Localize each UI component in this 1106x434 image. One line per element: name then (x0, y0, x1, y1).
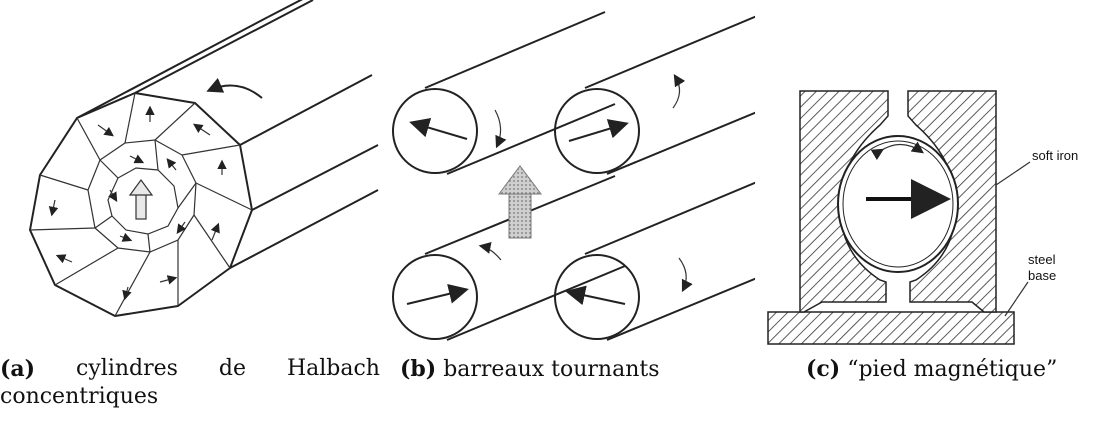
cylinder-edge-right (239, 74, 373, 146)
panel-c-magnetic-foot: soft iron steel base (760, 0, 1106, 350)
caption-a-line2: concentriques (0, 384, 159, 409)
label-soft-iron: soft iron (1032, 148, 1079, 163)
rotating-bars-drawing (392, 11, 755, 341)
rotor-magnet (837, 135, 959, 273)
field-arrow (498, 165, 542, 239)
rotor-rotation-arrow (870, 141, 924, 161)
caption-b-text: barreaux tournants (443, 357, 660, 382)
rotation-arrow (206, 77, 263, 99)
cylinder-edge-top2 (134, 0, 314, 94)
cylinder-edge-far (267, 0, 303, 18)
segment-dividers (29, 92, 253, 317)
soft-iron-leader (995, 161, 1031, 186)
magnetic-foot-drawing (767, 90, 1031, 345)
label-base: base (1028, 268, 1057, 283)
rotor-inner-edge (842, 140, 954, 268)
cylinder-edge-right2 (251, 144, 379, 211)
magnetization-arrows (48, 105, 227, 301)
outer-cylinder-face (29, 92, 253, 317)
bar-top-left (392, 11, 616, 175)
middle-ring (87, 139, 197, 253)
caption-a-word-1: cylindres (76, 356, 178, 381)
caption-a-tag: (a) (0, 356, 36, 382)
steel-base-leader (1004, 281, 1029, 317)
cylinder-edge-bottom (229, 189, 379, 269)
label-steel: steel (1028, 252, 1056, 267)
caption-c-text: “pied magnétique” (847, 357, 1058, 382)
center-field-arrow-head (128, 178, 154, 196)
center-field-arrow (135, 192, 147, 220)
caption-b: (b) barreaux tournants (400, 355, 660, 384)
panel-b-rotating-bars (385, 0, 755, 350)
cylinder-edge-top (76, 16, 269, 119)
bar-bottom-right (554, 181, 755, 341)
caption-c: (c) “pied magnétique” (806, 355, 1057, 384)
halbach-cylinder-drawing (29, 0, 379, 317)
bar-top-right (554, 15, 755, 175)
caption-b-tag: (b) (400, 356, 437, 382)
panel-a-halbach-cylinders (0, 0, 380, 350)
caption-c-tag: (c) (806, 356, 841, 382)
steel-base (767, 311, 1015, 345)
caption-a: (a) cylindres de Halbach concentriques (0, 355, 380, 411)
caption-a-word-3: Halbach (286, 356, 380, 381)
caption-a-word-2: de (218, 356, 246, 381)
caption-a-line1: (a) cylindres de Halbach (0, 355, 380, 383)
